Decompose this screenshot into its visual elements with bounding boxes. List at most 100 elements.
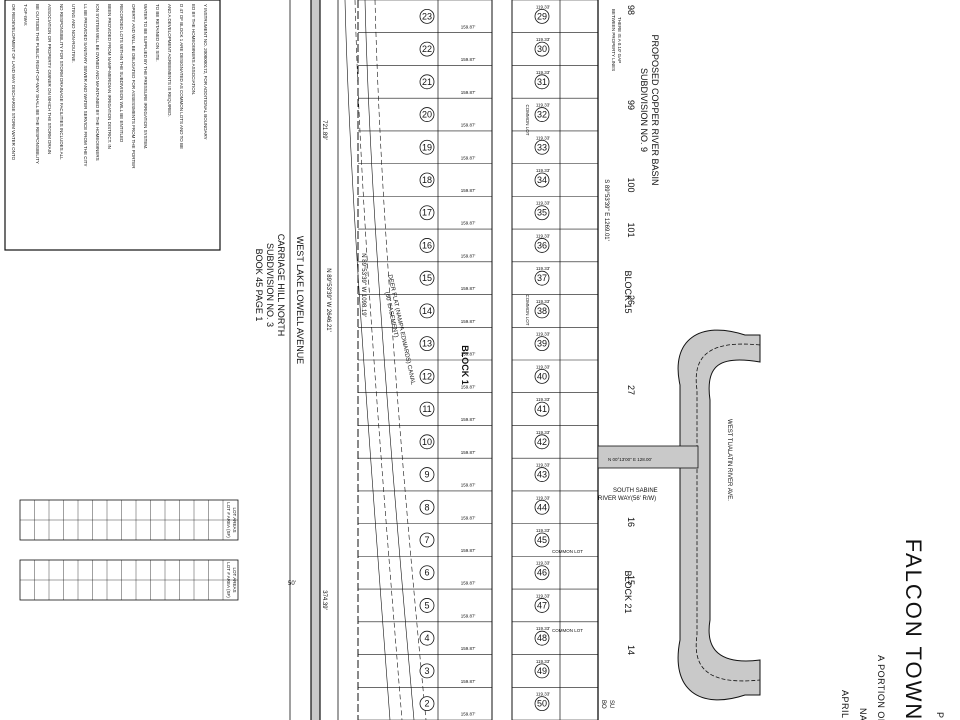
- lot-numbers-east: 29119.33'30119.33'31119.33'32119.33'3311…: [534, 4, 550, 712]
- lot-number-circle: [419, 205, 435, 221]
- notes-line: RECORDED LOTS WITHIN THE SUBDIVISION WIL…: [119, 4, 124, 143]
- lot-number: 47: [537, 600, 547, 610]
- adjacent-lot-number: 15: [626, 575, 636, 585]
- lot-number: 45: [537, 535, 547, 545]
- lot-number: 8: [424, 502, 429, 512]
- lot-number-circle: [534, 8, 550, 24]
- lot-depth: 119.33': [536, 593, 550, 598]
- cul-de-sac-inner: [695, 343, 761, 682]
- lot-number: 36: [537, 240, 547, 250]
- lot-number-circle: [419, 336, 435, 352]
- lot-number: 4: [424, 633, 429, 643]
- lot-depth: 119.33': [536, 103, 550, 108]
- lot-number: 7: [424, 535, 429, 545]
- lot-depth: 119.33': [536, 332, 550, 337]
- adjacent-sub-line-1: CARRIAGE HILL NORTH: [276, 234, 286, 337]
- lot-number: 33: [537, 142, 547, 152]
- lot-number-circle: [534, 303, 550, 319]
- west-boundary-bearing: N 89°53'39" W 2646.21': [325, 268, 331, 332]
- lot-number-circle: [534, 434, 550, 450]
- lot-number-circle: [419, 172, 435, 188]
- road-centre-strip: [311, 0, 320, 720]
- lot-number-circle: [534, 565, 550, 581]
- lot-depth: 119.33': [536, 201, 550, 206]
- lot-number: 22: [422, 44, 432, 54]
- lot-areas-header-2: LOT AREAS: [232, 568, 237, 593]
- west-lake-lowell-avenue: WEST LAKE LOWELL AVENUE N 89°53'39" W 26…: [288, 0, 339, 720]
- lot-number-circle: [419, 368, 435, 384]
- lot-depth: 159.87': [461, 384, 476, 389]
- adjacent-lot-number: 26: [626, 295, 636, 305]
- lot-depth: 119.33': [536, 168, 550, 173]
- lot-number-circle: [419, 41, 435, 57]
- lot-number-circle: [419, 107, 435, 122]
- lot-depth: 119.33': [536, 659, 550, 664]
- dimension-bottom: 374.39': [321, 590, 327, 610]
- block-21-label: BLOCK 21: [623, 570, 633, 613]
- notes-line: LL BE PROVIDED SANITARY SEWER AND WATER …: [83, 4, 88, 166]
- adjacent-lot-number: 98: [626, 5, 636, 15]
- adjacent-lot-number: 16: [626, 517, 636, 527]
- lot-depth: 159.87': [461, 515, 476, 520]
- lot-number: 37: [537, 273, 547, 283]
- canal-bearing: N 89°53'39" W 1098.19': [360, 253, 366, 317]
- lot-number-circle: [419, 532, 435, 548]
- adjacent-lot-number: 101: [626, 222, 636, 237]
- street-sabine-line-2: RIVER WAY(56' R/W): [598, 496, 656, 502]
- lot-number: 15: [422, 273, 432, 283]
- notes-line: UTING AND NON-ROUTINE.: [71, 4, 76, 63]
- lot-depth: 159.87': [461, 679, 476, 684]
- lot-number: 43: [537, 470, 547, 480]
- notes-line: ION SYSTEM WILL BE OWNED AND MAINTAINED …: [95, 4, 100, 161]
- lot-depth: 159.87': [461, 646, 476, 651]
- lot-depth: 159.87': [461, 450, 476, 455]
- lot-number-circle: [534, 401, 550, 417]
- common-lot-label-1: COMMON LOT: [525, 105, 530, 136]
- notes-line: OPERTY AND WILL BE OBLIGATED FOR ASSESSM…: [131, 4, 136, 169]
- lot-depth: 159.87': [461, 548, 476, 553]
- lot-number: 41: [537, 404, 547, 414]
- lot-number: 11: [422, 404, 431, 414]
- block-1-label: BLOCK 1: [460, 345, 470, 385]
- lot-east: 47 119.33': [534, 593, 550, 613]
- block-15-label: BLOCK 15: [623, 270, 633, 313]
- lot-number-circle: [419, 270, 435, 286]
- notes-text-block: OR REDEVELOPMENT OF LAND MAY DISCHARGE S…: [11, 4, 208, 169]
- notes-line: ED BY THE HOMEOWNERS ASSOCIATION.: [191, 4, 196, 95]
- notes-line: BE OUTSIDE THE PUBLIC RIGHT-OF-WAY SHALL…: [35, 4, 40, 164]
- lot-depth: 119.33': [536, 397, 550, 402]
- lot-number: 16: [422, 240, 432, 250]
- road-name-label: WEST LAKE LOWELL AVENUE: [295, 236, 305, 364]
- lot-depth: 159.87': [461, 483, 476, 488]
- canal-label: DEER FLAT (NAMPA EDWARDS) CANAL: [386, 274, 415, 386]
- lot-depth: 159.87': [461, 188, 476, 193]
- lot-depth: 159.87': [461, 286, 476, 291]
- lot-number-circle: [419, 663, 435, 679]
- subtitle-line-2: NAMP: [858, 708, 868, 720]
- notes-line: OR REDEVELOPMENT OF LAND MAY DISCHARGE S…: [11, 4, 16, 161]
- canal-line: [374, 0, 427, 720]
- lot-number-circle: [419, 598, 435, 613]
- lot-depth: 119.33': [536, 135, 550, 140]
- lot-number-circle: [419, 696, 435, 712]
- lot-number: 34: [537, 175, 547, 185]
- common-lot-label-2: COMMON LOT: [525, 295, 530, 326]
- lot-depth: 119.33': [536, 70, 550, 75]
- lot-number-circle: [534, 696, 550, 712]
